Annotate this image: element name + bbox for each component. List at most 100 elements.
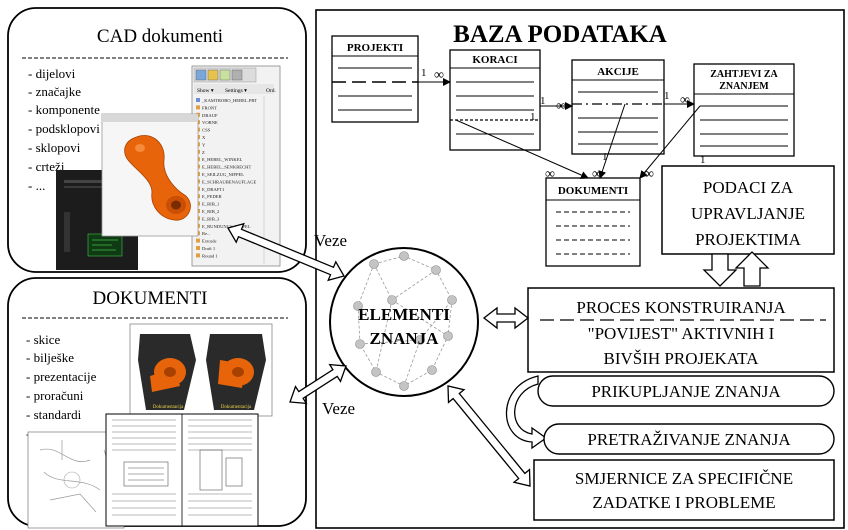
tree-item-icon (196, 98, 200, 102)
up-hollow-arrow (734, 251, 770, 287)
database-title: BAZA PODATAKA (453, 21, 667, 48)
photo-label-left: Dokumentacija (153, 405, 184, 410)
parts-photo: Dokumentacija Dokumentacija (129, 323, 273, 417)
guidelines-line2: ZADATKE I PROBLEME (592, 493, 775, 512)
veze-label-top: Veze (314, 231, 347, 250)
tree-item[interactable]: E_RUNDUNGS_NIPPEL (202, 224, 251, 229)
cad-column-header: Ord. (266, 88, 277, 94)
cad-item: - sklopovi (28, 140, 81, 155)
cad-settings-menu: Settings ▾ (225, 88, 247, 94)
tree-item[interactable]: E_RIB_3 (202, 216, 220, 221)
veze-label-bottom: Veze (322, 399, 355, 418)
svg-text:∞: ∞ (644, 167, 654, 182)
knowledge-elements-circle (329, 247, 479, 397)
knowledge-gathering-label: PRIKUPLJANJE ZNANJA (591, 382, 781, 401)
document-item: - standardi (26, 407, 82, 422)
documents-to-knowledge-arrow (289, 363, 347, 405)
tree-item[interactable]: E_HEBEL_WINKEL (202, 157, 243, 162)
svg-text:∞: ∞ (434, 68, 444, 83)
table-zahtjevi-title-2: ZNANJEM (719, 81, 769, 92)
table-akcije-title: AKCIJE (597, 66, 639, 78)
document-item: - bilješke (26, 350, 74, 365)
down-hollow-arrow (702, 253, 738, 287)
tree-item-icon (196, 253, 200, 258)
tree-item[interactable]: E_RIB_2 (202, 209, 220, 214)
design-process-box (527, 287, 835, 373)
tree-item[interactable]: _KAMTROBO_HEBEL.PRT (201, 98, 257, 103)
svg-text:1: 1 (700, 154, 706, 166)
project-management-line1: PODACI ZA (703, 178, 794, 197)
tree-item-icon (196, 246, 200, 250)
cad-toolbar-icon (219, 69, 231, 81)
cad-to-knowledge-arrow (227, 222, 345, 282)
table-zahtjevi: ZAHTJEVI ZA ZNANJEM (693, 63, 795, 157)
svg-text:∞: ∞ (680, 93, 690, 108)
gathering-to-search-arrow (505, 375, 548, 450)
knowledge-gathering-box (537, 375, 835, 407)
tree-item[interactable]: VORNE (202, 120, 218, 125)
cad-toolbar-icon (231, 69, 243, 81)
svg-text:∞: ∞ (545, 167, 555, 182)
cardinality-labels: 1 ∞ 1 ∞ 1 ∞ 1 1 1 ∞ ∞ ∞ (421, 67, 706, 182)
photo-label-right: Dokumentacija (221, 405, 252, 410)
cad-item: - značajke (28, 84, 81, 99)
table-projekti-title: PROJEKTI (347, 42, 403, 54)
tree-item[interactable]: E_SCHRAUBENAUFLAGE (202, 179, 257, 184)
tree-item[interactable]: E_DRAFT1 (202, 187, 225, 192)
svg-text:1: 1 (602, 151, 608, 163)
design-process-line1: PROCES KONSTRUIRANJA (576, 298, 786, 317)
tree-item[interactable]: FRONT (202, 105, 217, 110)
cad-show-menu: Show ▾ (197, 88, 214, 94)
document-item: - skice (26, 332, 61, 347)
guidelines-box (533, 459, 835, 521)
tree-item-icon (196, 238, 200, 243)
tree-item[interactable]: E_HEBEL_SENKRECHT (202, 165, 251, 170)
tree-item[interactable]: Y (202, 142, 206, 147)
table-akcije: AKCIJE (571, 59, 665, 155)
knowledge-elements-line2: ZNANJA (370, 329, 440, 348)
table-projekti: PROJEKTI (331, 35, 419, 123)
cad-item: - crteži (28, 159, 65, 174)
table-koraci-title: KORACI (472, 54, 517, 66)
documents-panel-title: DOKUMENTI (92, 288, 207, 309)
tree-item[interactable]: Round 1 (202, 253, 218, 258)
cad-screenshot: Show ▾ Settings ▾ Ord. _KAMTROBO_HEBEL.P… (56, 65, 281, 270)
cad-item: - podsklopovi (28, 121, 100, 136)
document-pages (105, 413, 259, 527)
document-item: - prezentacije (26, 369, 97, 384)
tree-item[interactable]: CSS (202, 128, 211, 133)
project-management-box (661, 165, 835, 255)
tree-item[interactable]: Re... (202, 231, 211, 236)
table-zahtjevi-title-1: ZAHTJEVI ZA (710, 69, 778, 80)
table-dokumenti-title: DOKUMENTI (558, 185, 628, 197)
project-management-line3: PROJEKTIMA (695, 230, 802, 249)
knowledge-to-process-arrow (482, 306, 530, 330)
svg-text:1: 1 (540, 95, 546, 107)
tree-item[interactable]: DRAUF (202, 113, 218, 118)
knowledge-search-label: PRETRAŽIVANJE ZNANJA (587, 430, 791, 449)
tree-item[interactable]: X (202, 135, 206, 140)
svg-text:∞: ∞ (556, 99, 566, 114)
tree-item[interactable]: Z (202, 150, 205, 155)
svg-text:1: 1 (664, 90, 670, 102)
tree-item-icon (196, 105, 200, 110)
svg-text:∞: ∞ (592, 167, 602, 182)
cad-item: - dijelovi (28, 66, 76, 81)
cad-toolbar-icon (207, 69, 219, 81)
tree-item[interactable]: E_FEDER (202, 194, 223, 199)
design-process-line3: BIVŠIH PROJEKATA (604, 349, 760, 368)
connection-arrows (227, 222, 531, 487)
tree-item[interactable]: Draft 1 (202, 246, 216, 251)
tree-item[interactable]: E_SEILZUG_NIPPEL (202, 172, 244, 177)
cad-panel-title: CAD dokumenti (97, 26, 223, 47)
tree-item[interactable]: E_RIB_1 (202, 202, 220, 207)
cad-tree-items: _KAMTROBO_HEBEL.PRT FRONT DRAUF VORNE CSS XYZ… (196, 98, 257, 258)
tree-item[interactable]: Extrude (202, 239, 217, 244)
knowledge-nodes (353, 251, 457, 391)
table-dokumenti: DOKUMENTI (545, 177, 641, 267)
cad-item: - komponente (28, 102, 100, 117)
svg-text:1: 1 (530, 111, 536, 123)
document-item: - proračuni (26, 388, 84, 403)
cad-item-list: - dijelovi - značajke - komponente - pod… (28, 66, 100, 193)
